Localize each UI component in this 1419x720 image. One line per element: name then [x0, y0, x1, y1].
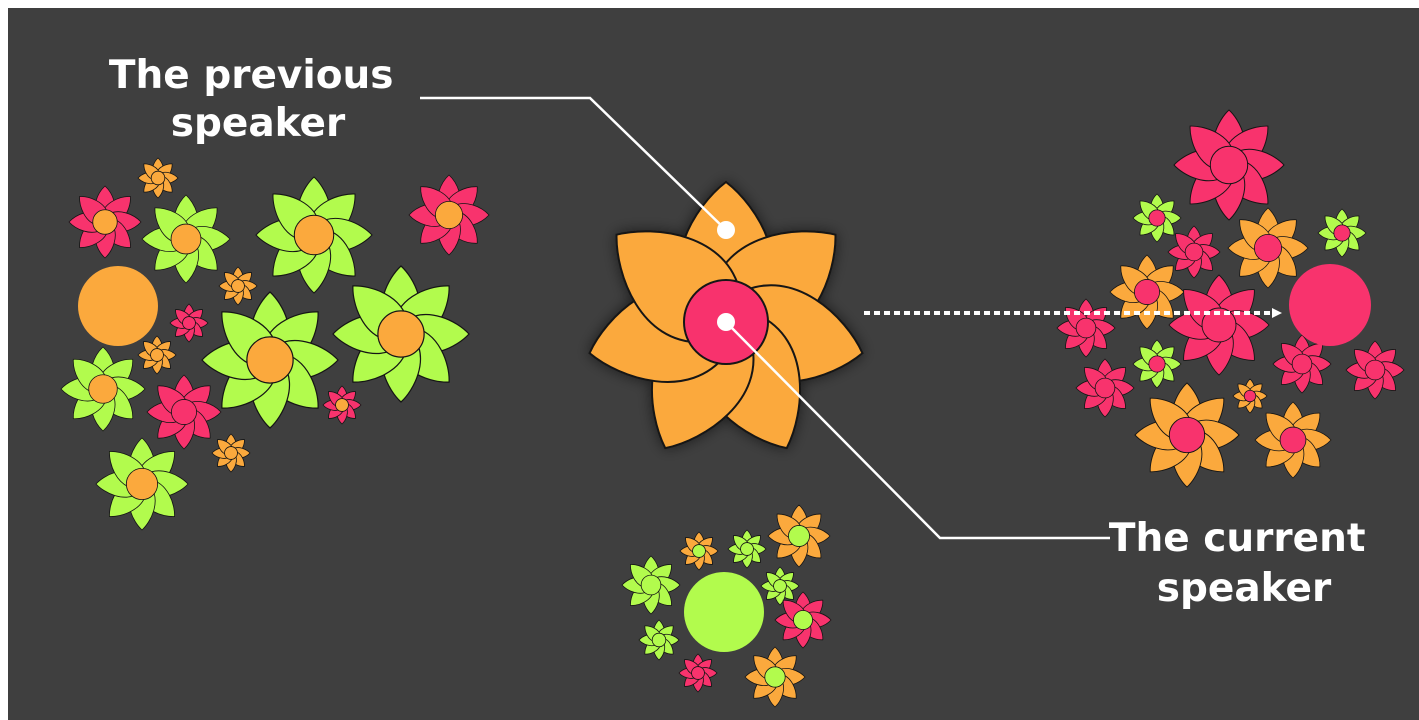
speaker-circle: [1289, 264, 1371, 346]
small-flower: [1168, 274, 1270, 376]
small-flower: [1232, 378, 1268, 414]
flower-center: [691, 666, 705, 680]
small-flower: [201, 291, 339, 429]
flower-center: [88, 374, 118, 404]
flower-center: [740, 542, 754, 556]
small-flower: [211, 433, 251, 473]
small-flower: [727, 529, 767, 569]
small-flower: [218, 266, 258, 306]
flower-center: [1364, 359, 1386, 381]
flower-center: [92, 209, 118, 235]
small-flower: [137, 157, 179, 199]
small-flower: [767, 504, 831, 568]
small-flower: [1173, 109, 1285, 221]
flower-center: [150, 348, 164, 362]
small-flower: [1132, 339, 1182, 389]
small-flower: [678, 653, 718, 693]
flower-center: [764, 666, 786, 688]
small-flower: [744, 646, 806, 708]
flower-center: [1333, 224, 1351, 242]
small-flower: [679, 531, 719, 571]
current-speaker-marker: [717, 313, 735, 331]
previous-speaker-marker: [717, 221, 735, 239]
flower-center: [125, 467, 159, 501]
small-flower: [1272, 334, 1332, 394]
current-speaker-label: The current speaker: [1109, 516, 1379, 611]
small-flower: [322, 385, 362, 425]
speaker-circle: [684, 572, 764, 652]
flower-center: [1075, 317, 1097, 339]
central-flower: [588, 180, 864, 450]
small-flower: [1132, 193, 1182, 243]
small-flower: [621, 555, 681, 615]
small-flower: [408, 174, 490, 256]
central-flower-shape: [588, 180, 864, 450]
small-flower: [146, 374, 222, 450]
small-flower: [1109, 254, 1185, 330]
right-cluster: [1056, 109, 1405, 488]
flower-center: [793, 610, 813, 630]
flower-center: [651, 632, 667, 648]
small-flower: [169, 303, 209, 343]
diagram-canvas: The previous speaker The current speaker: [8, 8, 1419, 720]
flower-center: [377, 310, 425, 358]
flower-center: [1094, 377, 1116, 399]
bottom-cluster: [621, 504, 832, 708]
small-flower: [141, 194, 231, 284]
small-flower: [332, 265, 470, 403]
small-flower: [95, 437, 189, 531]
previous-speaker-label: The previous speaker: [109, 53, 407, 146]
small-flower: [1345, 340, 1405, 400]
flower-center: [773, 579, 787, 593]
flower-center: [1201, 307, 1237, 343]
previous-speaker-leader-line: [420, 96, 727, 231]
current-speaker-label-line1: The current: [1109, 516, 1366, 561]
flower-center: [182, 316, 196, 330]
flower-center: [788, 525, 810, 547]
current-speaker-label-line2: speaker: [1157, 566, 1332, 611]
small-flower: [1227, 207, 1309, 289]
current-speaker-leader-line: [725, 321, 1110, 540]
diagram-svg: The previous speaker The current speaker: [8, 8, 1419, 720]
flower-center: [434, 200, 464, 230]
previous-speaker-label-line1: The previous: [109, 53, 394, 98]
speaker-circle: [78, 266, 158, 346]
small-flower: [760, 566, 800, 606]
small-flower: [638, 619, 680, 661]
flower-center: [246, 336, 294, 384]
small-flower: [1056, 298, 1116, 358]
flower-center: [1168, 416, 1206, 454]
flower-center: [231, 279, 245, 293]
small-flower: [60, 346, 146, 432]
flower-center: [1209, 145, 1249, 185]
small-flower: [774, 591, 832, 649]
flower-center: [1253, 233, 1283, 263]
flower-center: [293, 214, 335, 256]
small-flower: [1254, 401, 1332, 479]
small-flower: [1317, 208, 1367, 258]
flower-center: [692, 544, 706, 558]
flower-center: [150, 170, 166, 186]
flower-center: [1291, 353, 1313, 375]
flower-center: [640, 574, 662, 596]
flower-center: [1148, 355, 1166, 373]
small-flower: [68, 185, 142, 259]
small-flower: [1134, 382, 1240, 488]
small-flower: [137, 335, 177, 375]
flower-center: [224, 446, 238, 460]
flower-center: [1243, 389, 1257, 403]
flower-center: [170, 223, 202, 255]
small-flower: [1075, 358, 1135, 418]
small-flower: [255, 176, 373, 294]
flower-center: [171, 399, 197, 425]
previous-speaker-label-line2: speaker: [171, 101, 346, 146]
left-cluster: [60, 157, 490, 531]
flower-center: [1184, 242, 1204, 262]
flower-center: [1134, 279, 1160, 305]
flower-center: [335, 398, 349, 412]
small-flower: [1167, 225, 1221, 279]
flower-center: [1148, 209, 1166, 227]
flower-center: [1279, 426, 1307, 454]
